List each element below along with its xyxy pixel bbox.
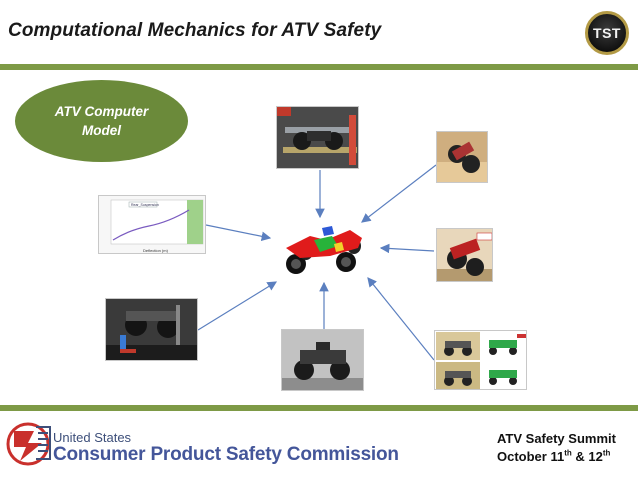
arrow-right1 (361, 164, 437, 223)
tipped-atv-photo-2 (436, 228, 493, 282)
arrow-chart (205, 224, 272, 242)
event-info: ATV Safety Summit October 11th & 12th (497, 430, 616, 466)
suspension-chart-thumbnail: Rear_Suspension Deflection (m) (98, 195, 206, 254)
slide-title: Computational Mechanics for ATV Safety (8, 20, 382, 41)
top-divider (0, 64, 638, 70)
tilt-table-photo (105, 298, 198, 361)
arrow-right2 (379, 243, 435, 254)
arrow-bottom-left (197, 281, 278, 331)
event-date-part1: October 11 (497, 449, 565, 464)
tipped-atv-photo-1 (436, 131, 488, 183)
event-date-part2: & 12 (571, 449, 603, 464)
event-dates: October 11th & 12th (497, 448, 616, 466)
tst-logo: TST (585, 11, 629, 55)
atv-platform-photo (281, 329, 364, 391)
event-date-sup2: th (602, 448, 611, 458)
org-line-1: United States (53, 430, 132, 445)
event-title: ATV Safety Summit (497, 431, 616, 446)
test-rig-photo (276, 106, 359, 169)
chart-legend-label: Rear_Suspension (131, 203, 159, 207)
atv-model-graphic (286, 226, 362, 274)
bottom-divider (0, 405, 638, 411)
callout-label: ATV Computer Model (54, 104, 149, 138)
tst-logo-text: TST (593, 25, 621, 41)
event-date-sup1: th (564, 448, 572, 458)
arrow-grid (367, 277, 435, 361)
atv-computer-model-callout: ATV Computer Model (15, 80, 188, 162)
model-comparison-grid (434, 330, 527, 390)
org-line-2: Consumer Product Safety Commission (53, 444, 399, 465)
cpsc-seal-icon (6, 422, 51, 466)
chart-xlabel: Deflection (m) (143, 248, 169, 253)
